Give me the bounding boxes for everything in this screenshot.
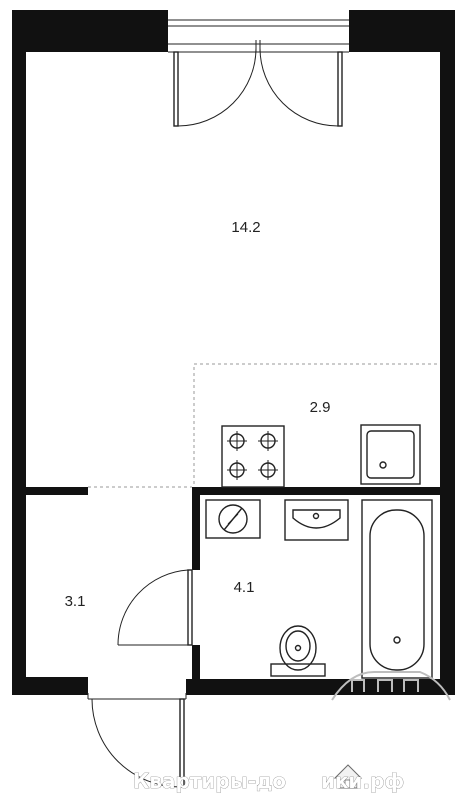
toilet: [270, 625, 326, 677]
wall-bath-left-lower: [192, 645, 200, 679]
wall-left-base: [12, 677, 88, 695]
walls: [12, 10, 455, 695]
room-area-kitchen: 2.9: [310, 399, 331, 416]
room-area-bathroom: 4.1: [234, 579, 255, 596]
burner-icon: [227, 460, 247, 480]
wall-right: [440, 52, 455, 695]
kitchen-sink: [360, 424, 421, 485]
bathroom-door: [117, 569, 193, 646]
wall-bath-left-upper: [192, 495, 200, 570]
kitchen-zone: [88, 363, 440, 488]
bathroom-sink: [284, 499, 349, 541]
watermark-house-icon: [333, 764, 363, 789]
entry-door: [87, 693, 187, 788]
burner-icon: [258, 460, 278, 480]
balcony-opening: [168, 19, 349, 53]
wall-bottom-right: [186, 679, 455, 695]
wall-top-left-block: [12, 10, 168, 52]
wall-left-upper: [12, 52, 26, 680]
wall-top-right-block: [349, 10, 455, 52]
room-area-hallway: 3.1: [65, 593, 86, 610]
burner-icon: [227, 431, 247, 451]
wall-bath-top: [192, 487, 440, 495]
bathtub: [361, 499, 433, 679]
washing-machine: [205, 499, 261, 539]
watermark-text: Квартиры-до ики.рф: [133, 769, 404, 793]
balcony-door: [173, 40, 343, 127]
watermark-logo: [331, 671, 451, 701]
burner-icon: [258, 431, 278, 451]
cooktop: [221, 425, 285, 488]
room-area-main-room: 14.2: [231, 219, 260, 236]
wall-hall-partition: [26, 487, 88, 495]
